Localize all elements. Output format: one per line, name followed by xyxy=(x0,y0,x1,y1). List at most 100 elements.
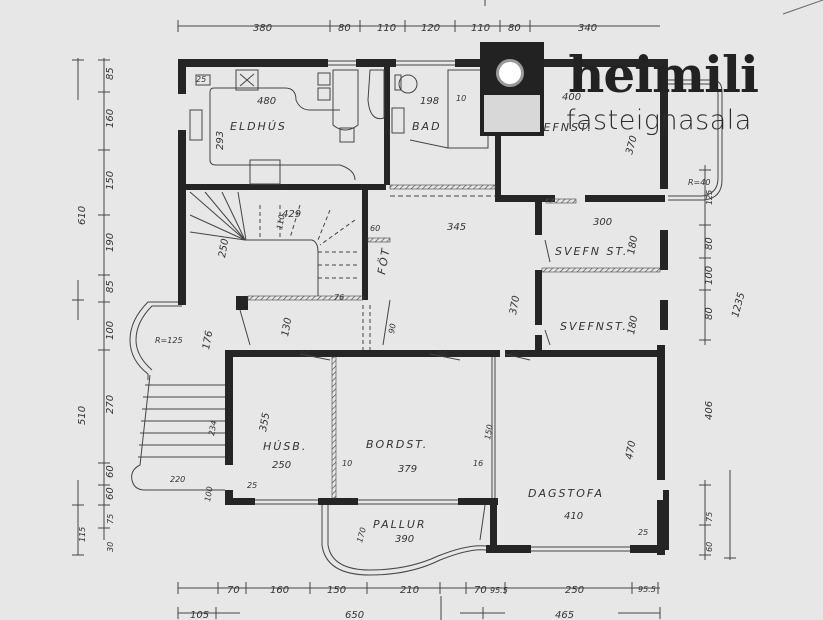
room-label-bordst: BORDST. xyxy=(366,438,428,451)
dim-left2-2: 115 xyxy=(78,527,87,542)
room-label-svefnst-2: SVEFN ST. xyxy=(555,245,628,258)
room-width-dagstofa: 410 xyxy=(564,511,583,522)
dim-right-1: 80 xyxy=(704,237,715,250)
room-depth-pallur: 170 xyxy=(355,526,368,543)
room-depth-svefnst-2: 180 xyxy=(626,235,640,256)
label-220: 220 xyxy=(170,475,185,484)
label-radius-125: R=125 xyxy=(155,336,183,345)
dim-bottom-2: 150 xyxy=(327,585,346,596)
label-25: 25 xyxy=(196,75,206,84)
dim-right-6: 60 xyxy=(705,542,714,552)
dim-top-3: 120 xyxy=(421,23,440,34)
label-radius-40: R=40 xyxy=(688,178,710,187)
stray-line xyxy=(782,0,823,15)
logo-brand-name: heimili xyxy=(568,45,759,104)
dim-bottom-0: 70 xyxy=(227,585,240,596)
room-depth-dagstofa: 470 xyxy=(624,440,638,461)
logo-mark-window xyxy=(484,95,540,132)
dim-left-8: 60 xyxy=(105,487,116,500)
room-depth-stair: 250 xyxy=(217,238,231,259)
dim-left-2: 150 xyxy=(105,171,116,190)
room-depth-eldhus: 293 xyxy=(215,131,226,150)
dim-right2-0: 1235 xyxy=(730,291,747,318)
dim-bottom-6: 250 xyxy=(565,585,584,596)
dim-right-5: 75 xyxy=(705,512,714,522)
label-86-a: 86 xyxy=(437,350,447,359)
label-81: 81 xyxy=(300,350,310,359)
room-depth-svefnst-3: 180 xyxy=(626,315,640,336)
room-width-bordst: 379 xyxy=(398,464,417,475)
label-150: 150 xyxy=(483,424,495,441)
logo-subtitle: fasteignasala xyxy=(566,105,752,136)
room-depth-svefnst-1: 370 xyxy=(624,134,640,155)
dim-right-3: 80 xyxy=(704,307,715,320)
dim-left-5: 100 xyxy=(105,321,116,340)
label-25-dagstofa: 25 xyxy=(638,528,648,537)
dim-left-6: 270 xyxy=(105,395,116,414)
room-depth-husb: 355 xyxy=(258,412,272,433)
room-label-bad: BAD xyxy=(412,120,442,133)
label-76: 76 xyxy=(334,293,344,302)
room-label-eldhus: ELDHÚS xyxy=(230,120,287,133)
room-width-svefnst-1: 400 xyxy=(562,92,581,103)
label-10-bad: 10 xyxy=(456,94,466,103)
room-width-eldhus: 480 xyxy=(257,96,276,107)
dim-bottom-3: 210 xyxy=(400,585,419,596)
heimili-logo: heimili fasteignasala xyxy=(480,42,820,142)
dim-top-2: 110 xyxy=(377,23,396,34)
dim-top-0: 380 xyxy=(253,23,272,34)
label-25-husb: 25 xyxy=(247,481,257,490)
dim-right-4: 406 xyxy=(704,401,715,420)
room-width-bad: 198 xyxy=(420,96,439,107)
dim-bottom2-1: 650 xyxy=(345,610,364,620)
fixtures xyxy=(129,60,723,576)
label-86-b: 86 xyxy=(510,350,520,359)
dim-left-7: 60 xyxy=(105,465,116,478)
label-90: 90 xyxy=(387,323,398,335)
room-labels: ELDHÚS 480 293 25 BAD 198 10 400 SVEFNST… xyxy=(155,75,710,545)
logo-dot-icon xyxy=(496,59,524,87)
dim-bottom2-0: 105 xyxy=(190,610,209,620)
label-130: 130 xyxy=(280,317,294,338)
dimension-lines xyxy=(72,0,736,620)
dim-left-0: 85 xyxy=(105,67,116,80)
dim-bottom-5: 95.5 xyxy=(490,586,508,595)
room-width-pallur: 390 xyxy=(395,534,414,545)
dim-top-1: 80 xyxy=(338,23,351,34)
dim-top-4: 110 xyxy=(471,23,490,34)
room-width-hall: 345 xyxy=(447,222,466,233)
label-176: 176 xyxy=(201,330,215,351)
label-10-bordst: 10 xyxy=(342,459,352,468)
dim-left-1: 160 xyxy=(105,109,116,128)
dim-left-9: 75 xyxy=(106,514,115,524)
dim-top-6: 340 xyxy=(578,23,597,34)
label-234: 234 xyxy=(207,420,219,437)
dim-left-3: 190 xyxy=(105,233,116,252)
room-depth-hall: 370 xyxy=(508,295,522,316)
room-width-svefnst-2: 300 xyxy=(593,217,612,228)
room-label-svefnst-3: SVEFNST. xyxy=(560,320,628,333)
dim-left-10: 30 xyxy=(106,542,115,552)
room-width-fst: 60 xyxy=(370,224,380,233)
dim-left-4: 85 xyxy=(105,280,116,293)
partitions xyxy=(247,184,661,499)
room-width-stair: 429 xyxy=(282,209,301,220)
room-label-husb: HÚSB. xyxy=(263,440,307,453)
label-100: 100 xyxy=(203,486,215,503)
room-label-pallur: PALLUR xyxy=(373,518,427,531)
dim-right-2: 100 xyxy=(704,266,715,285)
dim-bottom-7: 95.5 xyxy=(638,585,656,594)
room-label-fst: FÖT xyxy=(375,246,393,276)
room-label-dagstofa: DAGSTOFA xyxy=(528,487,604,500)
dim-bottom-1: 160 xyxy=(270,585,289,596)
label-110-stair: 110 xyxy=(275,214,287,231)
dim-right-0: 125 xyxy=(705,190,714,205)
dim-bottom-4: 70 xyxy=(474,585,487,596)
dim-top-5: 80 xyxy=(508,23,521,34)
dim-left2-1: 510 xyxy=(77,406,88,425)
logo-mark xyxy=(480,42,544,136)
label-16-bordst: 16 xyxy=(473,459,483,468)
dim-left2-0: 610 xyxy=(77,206,88,225)
